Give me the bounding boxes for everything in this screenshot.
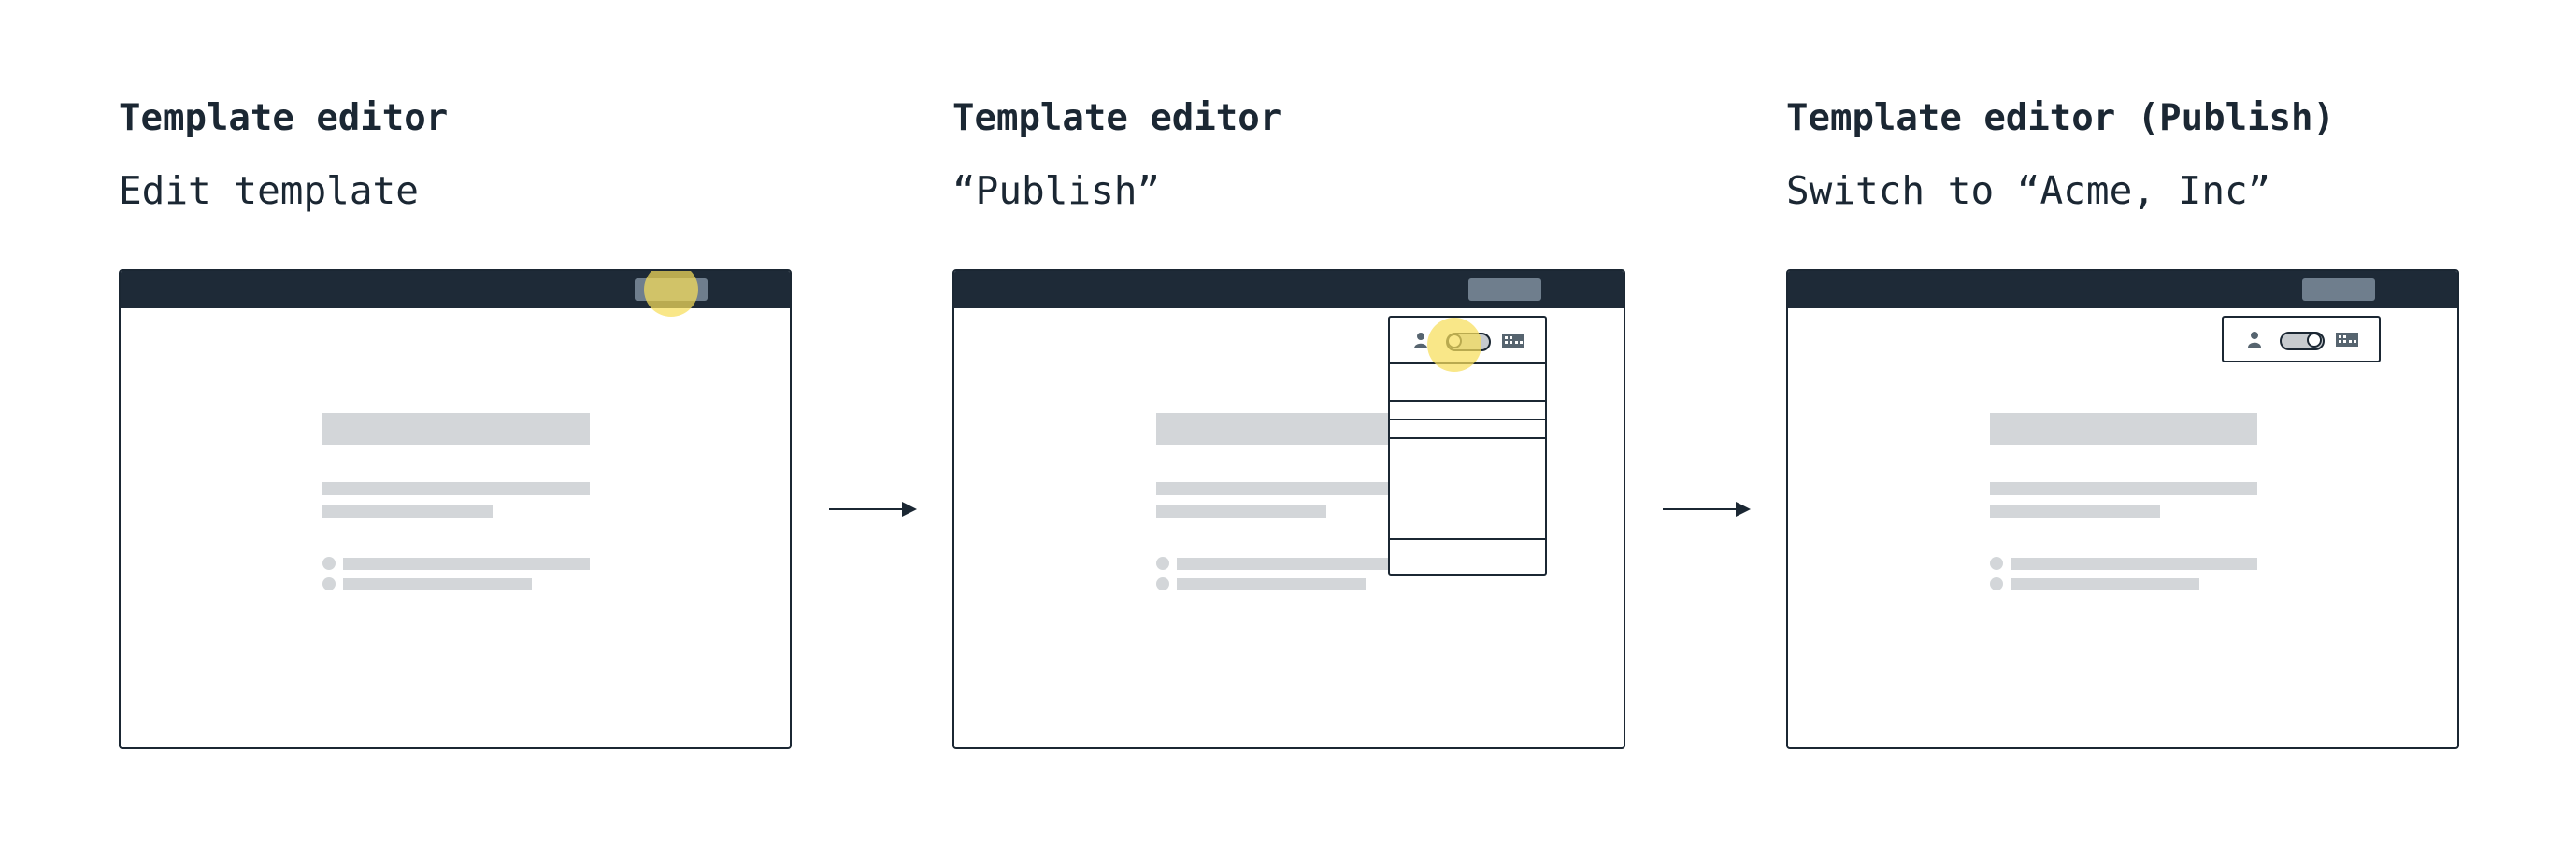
placeholder-bullet-line bbox=[1177, 558, 1424, 570]
placeholder-bullet-dot bbox=[322, 557, 336, 570]
step-subtitle: “Publish” bbox=[952, 168, 1161, 213]
placeholder-line bbox=[322, 482, 590, 495]
placeholder-line bbox=[1990, 505, 2160, 518]
placeholder-bullet-dot bbox=[322, 577, 336, 590]
top-bar bbox=[1788, 271, 2457, 308]
placeholder-bullet-line bbox=[343, 578, 532, 590]
person-icon bbox=[2248, 332, 2261, 348]
arrow-right-icon bbox=[829, 500, 917, 519]
step-title: Template editor bbox=[952, 97, 1282, 139]
placeholder-line bbox=[322, 505, 493, 518]
placeholder-heading bbox=[1156, 413, 1424, 445]
building-icon bbox=[1502, 334, 1524, 348]
dropdown-divider bbox=[1390, 419, 1545, 420]
placeholder-bullet-dot bbox=[1156, 577, 1169, 590]
step-edit-template: Template editor Edit template bbox=[119, 0, 792, 867]
account-switch-row bbox=[2224, 317, 2381, 362]
person-icon bbox=[1414, 333, 1427, 348]
placeholder-bullet-dot bbox=[1156, 557, 1169, 570]
toggle-knob bbox=[2307, 333, 2322, 348]
app-window-mockup bbox=[1786, 269, 2459, 749]
step-publish: Template editor “Publish” bbox=[952, 0, 1625, 867]
arrow-right-icon bbox=[1663, 500, 1751, 519]
placeholder-bullet-line bbox=[2011, 558, 2257, 570]
top-bar bbox=[954, 271, 1624, 308]
step-title: Template editor bbox=[119, 97, 449, 139]
step-subtitle: Edit template bbox=[119, 168, 419, 213]
placeholder-heading bbox=[1990, 413, 2257, 445]
building-icon bbox=[2336, 333, 2358, 347]
placeholder-line bbox=[1156, 482, 1424, 495]
account-switch-card bbox=[2222, 316, 2381, 362]
dropdown-divider bbox=[1390, 400, 1545, 402]
placeholder-bullet-line bbox=[2011, 578, 2199, 590]
publish-button[interactable] bbox=[2302, 278, 2375, 301]
step-title: Template editor (Publish) bbox=[1786, 97, 2335, 139]
dropdown-divider bbox=[1390, 538, 1545, 540]
click-highlight bbox=[644, 271, 698, 317]
placeholder-bullet-dot bbox=[1990, 577, 2003, 590]
click-highlight bbox=[1427, 318, 1481, 372]
placeholder-bullet-dot bbox=[1990, 557, 2003, 570]
dropdown-divider bbox=[1390, 437, 1545, 439]
placeholder-bullet-line bbox=[343, 558, 590, 570]
placeholder-line bbox=[1990, 482, 2257, 495]
publish-button[interactable] bbox=[1468, 278, 1541, 301]
account-toggle-switch[interactable] bbox=[2280, 332, 2325, 350]
placeholder-line bbox=[1156, 505, 1326, 518]
placeholder-heading bbox=[322, 413, 590, 445]
app-window-mockup bbox=[952, 269, 1625, 749]
app-window-mockup bbox=[119, 269, 792, 749]
step-subtitle: Switch to “Acme, Inc” bbox=[1786, 168, 2271, 213]
step-switch-account: Template editor (Publish) Switch to “Acm… bbox=[1786, 0, 2459, 867]
placeholder-bullet-line bbox=[1177, 578, 1366, 590]
